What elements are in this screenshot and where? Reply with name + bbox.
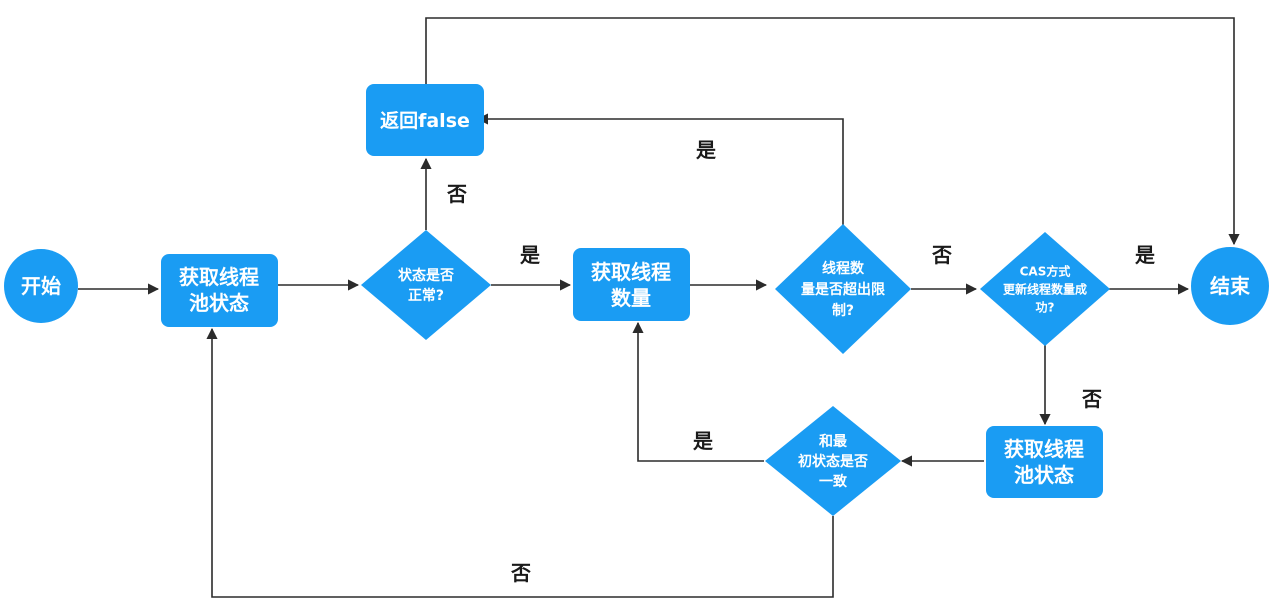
edge-return-false-to-end <box>425 17 1240 246</box>
node-shape <box>573 248 690 321</box>
node-label-line: 量是否超出限 <box>801 281 885 298</box>
node-shape <box>1191 247 1269 325</box>
node-get-thread-count[interactable]: 获取线程数量 <box>573 248 690 321</box>
node-start[interactable]: 开始 <box>4 249 78 323</box>
node-label-line: 结束 <box>1210 274 1251 298</box>
node-label: 线程数量是否超出限制? <box>801 260 885 319</box>
edge-labels: 否 是 是 否 是 否 是 否 <box>446 138 1155 585</box>
node-shape <box>986 426 1103 498</box>
node-label: 结束 <box>1210 274 1251 298</box>
node-label-line: 池状态 <box>189 291 249 315</box>
node-label-line: 数量 <box>611 286 651 310</box>
node-label: 状态是否正常? <box>398 267 454 304</box>
node-shape <box>366 84 484 156</box>
node-label-line: 功? <box>1036 299 1055 314</box>
node-label-line: 和最 <box>819 433 848 450</box>
node-label-line: 获取线程 <box>179 265 259 289</box>
edges <box>78 17 1240 598</box>
edge-consistent-check-to-get-count <box>632 321 764 462</box>
node-count-exceeds-decision[interactable]: 线程数量是否超出限制? <box>775 224 911 354</box>
label-exceeds-yes: 是 <box>695 138 716 162</box>
label-cas-yes: 是 <box>1134 243 1155 267</box>
label-normal-no: 否 <box>446 182 467 206</box>
node-label: 获取线程数量 <box>591 260 671 310</box>
node-cas-update-decision[interactable]: CAS方式更新线程数量成功? <box>980 232 1110 346</box>
node-label: 和最初状态是否一致 <box>798 433 868 490</box>
edge-consistent-check-to-get-state-1 <box>206 327 834 598</box>
node-label: CAS方式更新线程数量成功? <box>1003 263 1087 314</box>
label-consistent-yes: 是 <box>692 429 713 453</box>
label-normal-yes: 是 <box>519 243 540 267</box>
label-exceeds-no: 否 <box>931 243 952 267</box>
node-state-consistent-decision[interactable]: 和最初状态是否一致 <box>765 406 901 516</box>
label-cas-no: 否 <box>1081 387 1102 411</box>
node-return-false[interactable]: 返回false <box>366 84 484 156</box>
label-consistent-no: 否 <box>510 561 531 585</box>
node-shape <box>980 232 1110 346</box>
node-label-line: CAS方式 <box>1020 263 1071 278</box>
node-shape <box>361 230 491 340</box>
node-label-line: 池状态 <box>1014 463 1074 487</box>
node-shape <box>775 224 911 354</box>
node-label-line: 初状态是否 <box>798 453 868 470</box>
node-shape <box>4 249 78 323</box>
edge-exceeds-check-to-return-false <box>476 113 844 225</box>
node-shape <box>765 406 901 516</box>
node-label-line: 制? <box>832 302 854 319</box>
node-label-line: 开始 <box>21 274 61 298</box>
node-label-line: 正常? <box>408 287 444 304</box>
node-label: 获取线程池状态 <box>1004 437 1084 487</box>
node-end[interactable]: 结束 <box>1191 247 1269 325</box>
node-label-line: 状态是否 <box>398 267 454 284</box>
node-get-pool-state-1[interactable]: 获取线程池状态 <box>161 254 278 327</box>
node-label-line: 返回false <box>380 110 470 132</box>
node-shape <box>161 254 278 327</box>
node-label-line: 更新线程数量成 <box>1003 281 1087 296</box>
node-label: 获取线程池状态 <box>179 265 259 315</box>
node-get-pool-state-2[interactable]: 获取线程池状态 <box>986 426 1103 498</box>
node-label: 返回false <box>380 110 470 132</box>
node-label: 开始 <box>21 274 61 298</box>
node-label-line: 线程数 <box>822 260 865 277</box>
node-state-normal-decision[interactable]: 状态是否正常? <box>361 230 491 340</box>
node-label-line: 一致 <box>819 473 848 490</box>
node-label-line: 获取线程 <box>591 260 671 284</box>
node-label-line: 获取线程 <box>1004 437 1084 461</box>
